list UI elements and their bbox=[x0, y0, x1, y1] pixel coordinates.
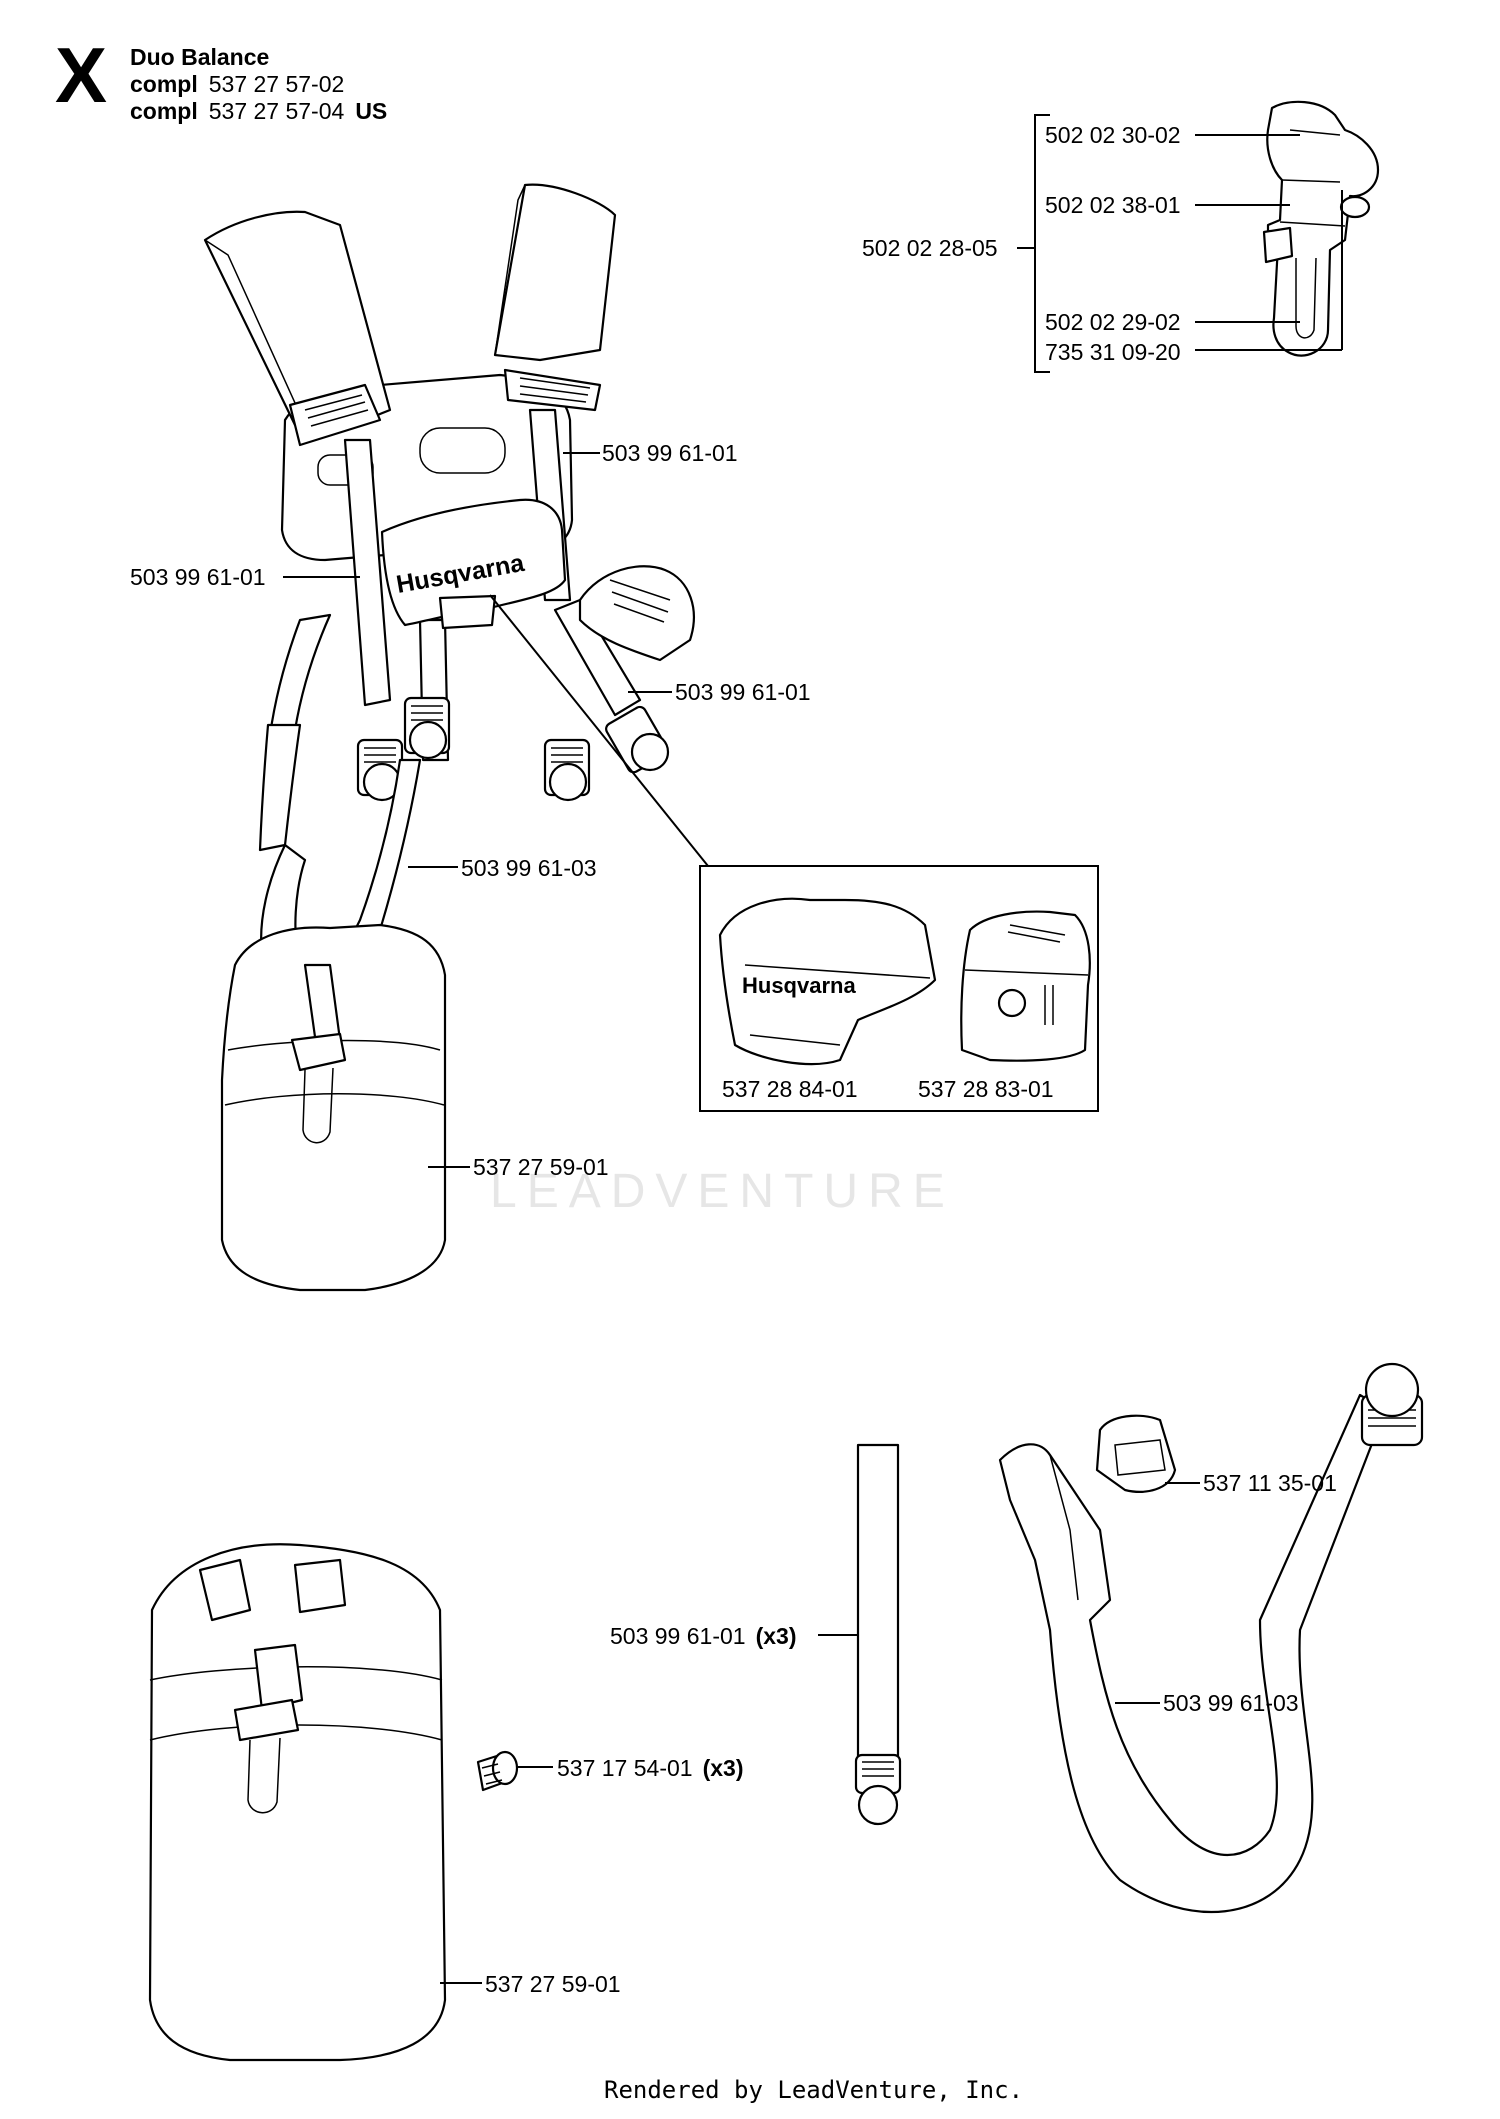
part-label-735-31-09-20: 735 31 09-20 bbox=[1045, 339, 1181, 365]
part-label-503-99-61-03: 503 99 61-03 bbox=[461, 855, 597, 881]
part-number: 537 17 54-01 bbox=[557, 1755, 693, 1781]
compl-word: compl bbox=[130, 71, 198, 97]
part-label-502-02-28-05: 502 02 28-05 bbox=[862, 235, 998, 261]
hip-pad-ridges bbox=[609, 579, 671, 623]
strap-body bbox=[998, 1393, 1387, 1914]
right-shoulder-strap bbox=[493, 183, 617, 362]
part-label-537-28-84-01: 537 28 84-01 bbox=[722, 1076, 858, 1102]
part-label-503-99-61-01: 503 99 61-01 bbox=[602, 440, 738, 466]
buckle-ridges bbox=[304, 394, 369, 427]
screw-537-17-54-01: 537 17 54-01 (x3) bbox=[476, 1750, 743, 1792]
vertical-strap bbox=[553, 598, 642, 717]
strap-end bbox=[403, 696, 451, 760]
screw-thread bbox=[481, 1763, 503, 1785]
compl-number-2: 537 27 57-04 bbox=[209, 98, 345, 124]
part-quantity: (x3) bbox=[756, 1623, 797, 1649]
header: X Duo Balance compl 537 27 57-02 compl 5… bbox=[55, 31, 387, 124]
pouch-top: 537 27 59-01 bbox=[220, 923, 609, 1292]
strap-edge bbox=[204, 239, 306, 426]
buckle-body bbox=[1095, 1414, 1177, 1493]
inset-frame bbox=[699, 865, 1099, 1112]
inset-plate-detail bbox=[744, 964, 931, 1046]
curved-strap-503-99-61-03: 503 99 61-03 bbox=[998, 1362, 1424, 1914]
buckle-slot bbox=[1114, 1439, 1166, 1476]
part-label-503-99-61-01: 503 99 61-01 bbox=[675, 679, 811, 705]
part-label-537-27-59-01: 537 27 59-01 bbox=[485, 1971, 621, 1997]
part-number: 503 99 61-01 bbox=[610, 1623, 746, 1649]
assembly-title: Duo Balance bbox=[130, 44, 269, 70]
watermark-text: LEADVENTURE bbox=[490, 1165, 955, 1218]
part-label-537-28-83-01: 537 28 83-01 bbox=[918, 1076, 1054, 1102]
inset-plate-slots bbox=[1044, 985, 1054, 1025]
strap-end-ring bbox=[1364, 1362, 1420, 1418]
compl-number-1: 537 27 57-02 bbox=[209, 71, 345, 97]
short-strap-503-99-61-01: 503 99 61-01 (x3) bbox=[610, 1443, 902, 1826]
left-side-strap bbox=[258, 723, 302, 852]
pouch-bottom: 537 27 59-01 bbox=[148, 1543, 621, 2062]
pouch-clip bbox=[233, 1698, 300, 1742]
part-quantity: (x3) bbox=[703, 1755, 744, 1781]
strap-end-ring bbox=[857, 1784, 899, 1826]
vertical-strap bbox=[343, 438, 392, 707]
center-plate-tab bbox=[438, 594, 497, 630]
inset-plate-hole bbox=[997, 988, 1027, 1018]
leader-line bbox=[489, 594, 709, 867]
pouch-slot bbox=[198, 1558, 252, 1622]
part-label-537-27-59-01: 537 27 59-01 bbox=[473, 1154, 609, 1180]
buckle-ridges bbox=[519, 377, 591, 403]
hook-clip bbox=[1262, 226, 1294, 264]
pouch-clip bbox=[290, 1032, 347, 1072]
hook-loop-inner bbox=[1295, 257, 1317, 339]
section-mark: X bbox=[55, 31, 107, 119]
strap-fold bbox=[1049, 1454, 1079, 1601]
part-label-503-99-61-03: 503 99 61-03 bbox=[1163, 1690, 1299, 1716]
pouch-slot bbox=[293, 1558, 347, 1614]
strap-end-ridges bbox=[862, 1761, 894, 1777]
brand-logo-text: Husqvarna bbox=[742, 973, 856, 998]
part-label-502-02-29-02: 502 02 29-02 bbox=[1045, 309, 1181, 335]
pouch-body bbox=[148, 1543, 447, 2062]
screw-head bbox=[491, 1750, 519, 1786]
strap-buckle-left bbox=[288, 383, 382, 447]
hook-nut bbox=[1339, 195, 1371, 219]
render-credit: Rendered by LeadVenture, Inc. bbox=[604, 2076, 1023, 2104]
buckle-537-11-35-01: 537 11 35-01 bbox=[1095, 1414, 1337, 1496]
hook-detail bbox=[1279, 129, 1346, 227]
harness-assembly: Husqvarna bbox=[203, 183, 709, 987]
strap-body bbox=[856, 1443, 900, 1782]
hook-body bbox=[1266, 100, 1380, 357]
compl-line-1: compl 537 27 57-02 bbox=[130, 71, 344, 97]
left-shoulder-strap bbox=[203, 210, 392, 432]
pouch-clip-loop bbox=[302, 1067, 334, 1144]
compl-line-2: compl 537 27 57-04 US bbox=[130, 98, 387, 124]
hip-pad-right bbox=[578, 565, 695, 662]
bracket-line bbox=[1034, 114, 1050, 373]
pouch-clip-loop bbox=[247, 1737, 281, 1814]
strap-end bbox=[605, 705, 670, 774]
compl-suffix: US bbox=[355, 98, 387, 124]
inset-plate-detail bbox=[964, 924, 1089, 976]
compl-word: compl bbox=[130, 98, 198, 124]
part-label-503-99-61-01-x3: 503 99 61-01 (x3) bbox=[610, 1623, 796, 1649]
part-label-537-17-54-01: 537 17 54-01 (x3) bbox=[557, 1755, 743, 1781]
part-label-502-02-38-01: 502 02 38-01 bbox=[1045, 192, 1181, 218]
part-label-502-02-30-02: 502 02 30-02 bbox=[1045, 122, 1181, 148]
strap-edge bbox=[494, 184, 526, 356]
inset-plate-537-28-83-01 bbox=[960, 910, 1091, 1062]
hook-assembly: 502 02 30-02 502 02 38-01 502 02 28-05 5… bbox=[862, 100, 1380, 373]
back-pad-slot bbox=[419, 427, 506, 474]
harness-center-plate bbox=[380, 498, 567, 627]
part-label-503-99-61-01: 503 99 61-01 bbox=[130, 564, 266, 590]
detail-inset: Husqvarna 537 28 84-01 537 28 83-01 bbox=[699, 865, 1099, 1112]
inset-plate-537-28-84-01 bbox=[718, 897, 937, 1066]
strap-end bbox=[543, 738, 591, 802]
pouch-body bbox=[220, 923, 447, 1292]
part-label-537-11-35-01: 537 11 35-01 bbox=[1203, 1470, 1337, 1496]
left-hip-strap bbox=[268, 613, 332, 737]
pouch-strap-tab bbox=[253, 1643, 304, 1712]
